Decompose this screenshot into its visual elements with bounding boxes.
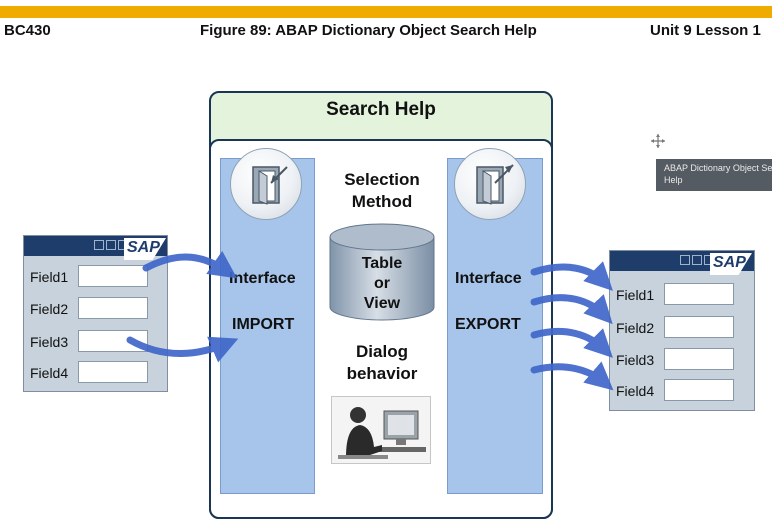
field-label: Field2 xyxy=(30,301,69,317)
field3-input[interactable] xyxy=(78,330,148,352)
field3-input[interactable] xyxy=(664,348,734,370)
import-interface-label: Interface xyxy=(229,270,296,287)
field-label: Field3 xyxy=(616,352,655,368)
minimize-icon[interactable] xyxy=(680,255,690,265)
unit-label: Unit 9 Lesson 1 xyxy=(650,22,761,39)
export-arrow-field3 xyxy=(530,328,613,358)
export-label: EXPORT xyxy=(455,316,521,333)
left-field-row-2: Field2 xyxy=(30,297,170,321)
sap-logo: SAP xyxy=(124,238,166,260)
export-arrow-field1 xyxy=(530,261,613,291)
export-arrow-field2 xyxy=(530,294,613,325)
tooltip-line-2: Help xyxy=(664,175,683,185)
right-field-row-1: Field1 xyxy=(616,283,756,307)
field1-input[interactable] xyxy=(664,283,734,305)
figure-title: Figure 89: ABAP Dictionary Object Search… xyxy=(200,22,537,39)
export-interface-label: Interface xyxy=(455,270,522,287)
field2-input[interactable] xyxy=(664,316,734,338)
left-field-row-1: Field1 xyxy=(30,265,170,289)
accent-bar xyxy=(0,6,772,18)
field-label: Field4 xyxy=(616,383,655,399)
selection-method-label: Selection Method xyxy=(344,170,420,211)
field2-input[interactable] xyxy=(78,297,148,319)
right-field-row-3: Field3 xyxy=(616,348,756,372)
field-label: Field2 xyxy=(616,320,655,336)
left-field-row-4: Field4 xyxy=(30,361,170,385)
right-sap-screen: SAP Field1 Field2 Field3 Field4 xyxy=(609,250,755,411)
sap-logo: SAP xyxy=(710,253,752,275)
dialog-behavior-label: Dialog behavior xyxy=(346,342,418,383)
maximize-icon[interactable] xyxy=(692,255,702,265)
move-cursor-icon xyxy=(651,134,665,148)
import-arrow-field3 xyxy=(126,336,239,363)
import-label: IMPORT xyxy=(232,316,295,333)
import-arrow-field1 xyxy=(142,250,238,279)
database-cylinder-icon xyxy=(329,223,435,321)
maximize-icon[interactable] xyxy=(106,240,116,250)
field-label: Field1 xyxy=(30,269,69,285)
minimize-icon[interactable] xyxy=(94,240,104,250)
field-label: Field3 xyxy=(30,334,69,350)
course-code: BC430 xyxy=(4,22,51,39)
cylinder-line-1: Table xyxy=(361,255,403,272)
table-or-view-label: Table or View xyxy=(328,254,436,314)
tooltip: ABAP Dictionary Object Se Help xyxy=(656,159,772,191)
field-label: Field4 xyxy=(30,365,69,381)
export-door-icon xyxy=(454,148,526,220)
cylinder-line-2: or xyxy=(374,275,390,292)
export-arrow-field4 xyxy=(530,361,614,391)
field4-input[interactable] xyxy=(664,379,734,401)
field1-input[interactable] xyxy=(78,265,148,287)
field-label: Field1 xyxy=(616,287,655,303)
right-field-row-2: Field2 xyxy=(616,316,756,340)
field4-input[interactable] xyxy=(78,361,148,383)
left-sap-screen: SAP Field1 Field2 Field3 Field4 xyxy=(23,235,168,392)
search-help-title: Search Help xyxy=(326,99,436,120)
left-field-row-3: Field3 xyxy=(30,330,170,354)
user-at-computer-image xyxy=(331,396,431,464)
import-door-icon xyxy=(230,148,302,220)
tooltip-line-1: ABAP Dictionary Object Se xyxy=(664,163,772,173)
right-field-row-4: Field4 xyxy=(616,379,756,403)
cylinder-line-3: View xyxy=(363,295,401,312)
